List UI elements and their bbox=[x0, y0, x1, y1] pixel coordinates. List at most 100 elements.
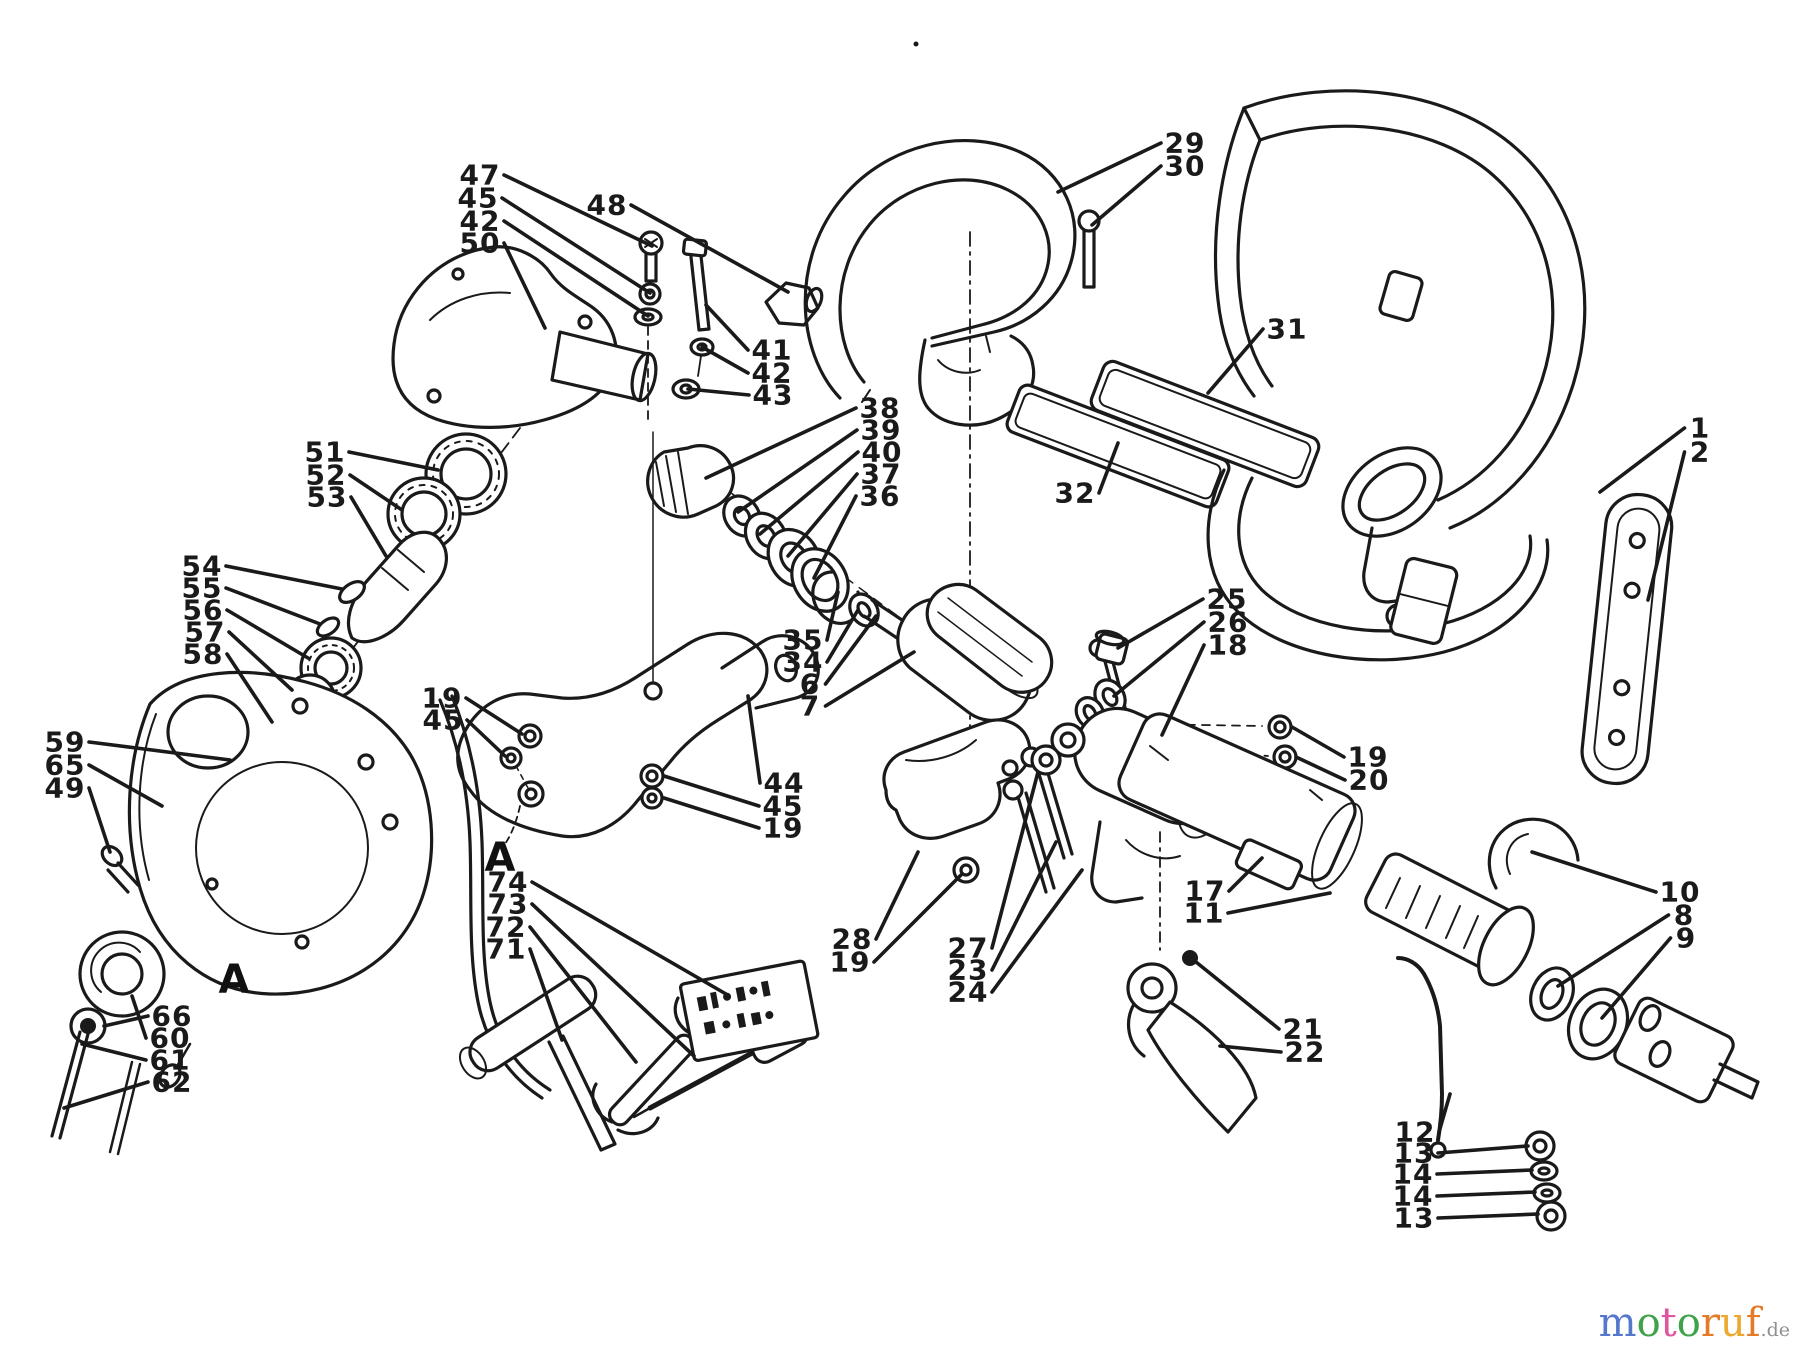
callout-28: 28 bbox=[832, 923, 873, 956]
shoulder-harness-part bbox=[1236, 138, 1274, 388]
bearing-52-part bbox=[394, 484, 454, 544]
callout-44: 44 bbox=[764, 767, 805, 800]
tool-screwdriver-part bbox=[632, 1106, 652, 1119]
blade-guard-part bbox=[291, 697, 309, 715]
leader-line-14 bbox=[1435, 1190, 1537, 1198]
washer-45-left bbox=[499, 746, 523, 770]
washer-45-left-part bbox=[499, 746, 523, 770]
engine-clamp-18-part bbox=[1038, 752, 1054, 768]
callout-26: 26 bbox=[1208, 606, 1249, 639]
shoulder-harness-part bbox=[1242, 106, 1262, 142]
callout-25: 25 bbox=[1207, 583, 1248, 616]
callout-59: 59 bbox=[45, 726, 86, 759]
plug-48 bbox=[764, 281, 824, 327]
callout-40: 40 bbox=[862, 436, 903, 469]
leader-line-61 bbox=[80, 1042, 148, 1062]
watermark-letter: t bbox=[1660, 1300, 1677, 1346]
blade-guard-part bbox=[195, 761, 369, 935]
callout-38: 38 bbox=[860, 392, 901, 425]
nut-20-part bbox=[1278, 750, 1292, 764]
leader-line-45 bbox=[662, 774, 761, 808]
grommet-66-part bbox=[80, 1018, 96, 1034]
parts-bag-part-part bbox=[749, 986, 758, 995]
nut-20 bbox=[1272, 744, 1298, 770]
screw-49-part bbox=[106, 861, 140, 894]
pipe-11-part bbox=[1149, 745, 1323, 801]
callout-13: 13 bbox=[1394, 1137, 1435, 1170]
leader-line-9 bbox=[1600, 936, 1673, 1020]
gear-shaft-38-part bbox=[646, 444, 736, 519]
handle-bolt-29-30 bbox=[1077, 209, 1101, 289]
shaft-tube-upper-part bbox=[937, 597, 1033, 677]
callout-18: 18 bbox=[1208, 629, 1249, 662]
callout-13: 13 bbox=[1394, 1202, 1435, 1235]
callout-71: 71 bbox=[486, 933, 527, 966]
leader-line-60 bbox=[130, 994, 148, 1040]
leader-line-53 bbox=[349, 495, 388, 558]
leader-line-62 bbox=[62, 1080, 150, 1110]
leader-line-40 bbox=[758, 450, 860, 536]
leader-line-13 bbox=[1436, 1212, 1540, 1220]
leader-line-50 bbox=[502, 241, 547, 330]
shoulder-harness-part bbox=[1213, 106, 1256, 398]
screw-49 bbox=[100, 844, 140, 894]
callout-39: 39 bbox=[861, 414, 902, 447]
leader-line-37 bbox=[786, 472, 859, 558]
rods-61-62-part bbox=[108, 1060, 142, 1156]
callout-50: 50 bbox=[460, 227, 501, 260]
hardware-stack-13-14-part bbox=[1537, 1166, 1551, 1176]
clamp-cover-28-part bbox=[882, 718, 1032, 840]
leader-line-31 bbox=[1206, 327, 1265, 395]
hardware-stack-13-14-part bbox=[1529, 1160, 1559, 1182]
leader-line-34 bbox=[825, 608, 860, 664]
blade-guard-part bbox=[294, 934, 310, 950]
leader-line-19 bbox=[464, 696, 524, 736]
leader-line-24 bbox=[990, 868, 1084, 994]
leader-line-74 bbox=[530, 880, 728, 996]
nut-19-left-part bbox=[517, 723, 543, 749]
shaft-tube-upper bbox=[925, 582, 1054, 694]
leader-line-51 bbox=[347, 450, 440, 472]
coupling-12-part bbox=[1648, 1040, 1672, 1068]
callout-47: 47 bbox=[460, 159, 501, 192]
callout-52: 52 bbox=[306, 459, 347, 492]
engine-clamp-18-part bbox=[1090, 820, 1144, 904]
flex-tube-part bbox=[1385, 877, 1479, 949]
leader-line-30 bbox=[1090, 164, 1163, 227]
watermark-suffix: .de bbox=[1760, 1319, 1790, 1341]
leader-line-18 bbox=[1160, 643, 1206, 737]
support-bracket-44 bbox=[456, 431, 769, 849]
throttle-lever-22-part bbox=[1146, 1000, 1258, 1134]
joint-shaft-53-part bbox=[381, 549, 425, 591]
tool-t-wrench-part bbox=[547, 1034, 617, 1152]
callout-22: 22 bbox=[1285, 1036, 1326, 1069]
callout-35: 35 bbox=[783, 624, 824, 657]
leader-line-57 bbox=[227, 630, 294, 692]
callout-37: 37 bbox=[861, 458, 902, 491]
shoulder-harness-part bbox=[1258, 124, 1555, 502]
handle-bolt-29-30-part bbox=[1082, 229, 1096, 289]
gear-housing-part bbox=[426, 388, 442, 404]
callout-72: 72 bbox=[486, 911, 527, 944]
hardware-stack-13-14-part bbox=[1543, 1208, 1559, 1224]
leader-line-19 bbox=[872, 872, 964, 964]
parts-bag-part-part bbox=[703, 1020, 716, 1035]
callout-53: 53 bbox=[307, 481, 348, 514]
throttle-lever-22 bbox=[1126, 962, 1258, 1134]
callout-74: 74 bbox=[488, 866, 529, 899]
blade-guard-part bbox=[381, 813, 399, 831]
shoulder-harness-part bbox=[1341, 446, 1443, 538]
pipe-11 bbox=[1117, 712, 1363, 890]
disc-60 bbox=[78, 930, 166, 1018]
nut-19-mid-part bbox=[1267, 714, 1293, 740]
tool-t-wrench-part bbox=[468, 974, 598, 1073]
pin-55 bbox=[315, 616, 341, 638]
watermark-logo[interactable]: motoruf.de bbox=[1599, 1302, 1790, 1344]
clamp-cover-28-part bbox=[1001, 759, 1019, 777]
leader-line-71 bbox=[528, 947, 564, 1042]
bearing-51-part bbox=[439, 447, 493, 501]
gear-housing-part bbox=[451, 267, 465, 281]
leader-line-35 bbox=[825, 590, 840, 642]
blade-guard bbox=[127, 670, 434, 996]
